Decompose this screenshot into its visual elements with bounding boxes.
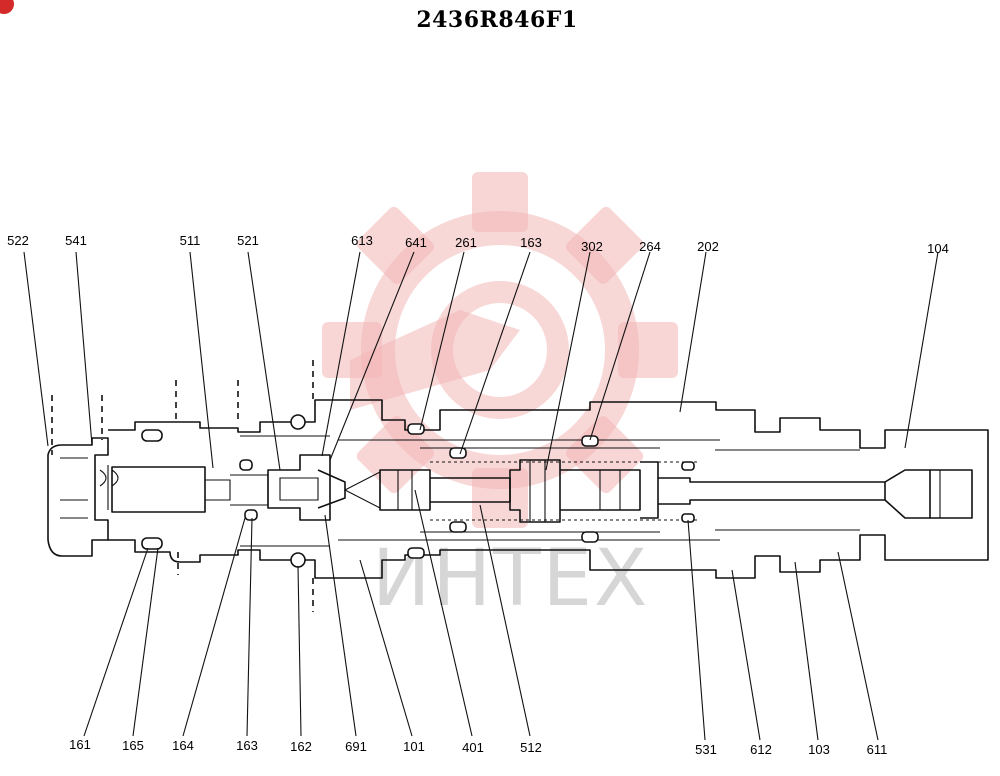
label-top-104: 104	[927, 241, 949, 256]
corner-badge-icon	[0, 0, 14, 14]
label-bottom-101: 101	[403, 739, 425, 754]
label-top-521: 521	[237, 233, 259, 248]
label-top-541: 541	[65, 233, 87, 248]
label-top-202: 202	[697, 239, 719, 254]
label-bottom-165: 165	[122, 738, 144, 753]
label-top-641: 641	[405, 235, 427, 250]
label-bottom-162: 162	[290, 739, 312, 754]
label-top-261: 261	[455, 235, 477, 250]
bottom-part-labels: 161 165 164 163 162 691 101 401 512 531 …	[69, 737, 887, 757]
leader-lines	[23, 251, 939, 741]
label-bottom-691: 691	[345, 739, 367, 754]
label-bottom-612: 612	[750, 742, 772, 757]
label-top-163: 163	[520, 235, 542, 250]
label-bottom-401: 401	[462, 740, 484, 755]
label-bottom-163: 163	[236, 738, 258, 753]
label-bottom-512: 512	[520, 740, 542, 755]
label-top-522: 522	[7, 233, 29, 248]
label-bottom-531: 531	[695, 742, 717, 757]
valve-body	[47, 360, 989, 612]
label-bottom-611: 611	[867, 742, 888, 757]
top-part-labels: 522 541 511 521 613 641 261 163 302 264 …	[7, 233, 949, 256]
seal-165-top	[141, 429, 163, 442]
label-top-264: 264	[639, 239, 661, 254]
drawing-title: 2436R846F1	[416, 7, 577, 33]
label-top-613: 613	[351, 233, 373, 248]
label-bottom-103: 103	[808, 742, 830, 757]
label-top-302: 302	[581, 239, 603, 254]
seal-165-bottom	[141, 537, 163, 550]
label-bottom-161: 161	[69, 737, 91, 752]
label-top-511: 511	[180, 233, 201, 248]
label-bottom-164: 164	[172, 738, 194, 753]
